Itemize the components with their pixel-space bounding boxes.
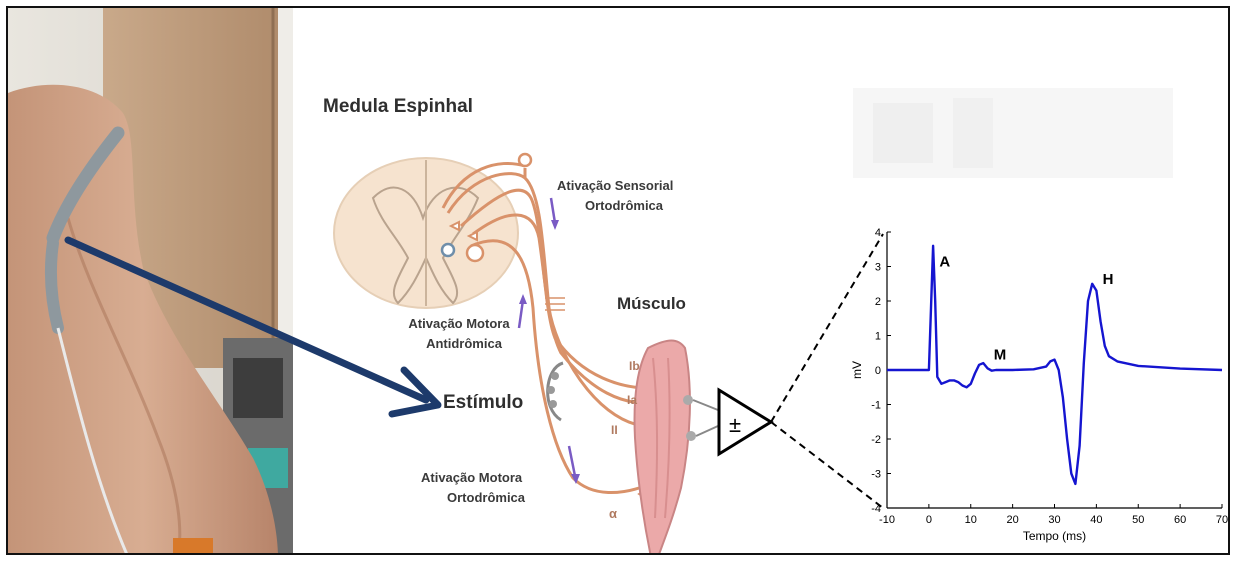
motor-orthodromic-label: Ativação Motora [421,470,522,485]
x-tick-label: 0 [926,514,932,526]
x-tick-label: 50 [1132,514,1144,526]
peak-label-m: M [994,347,1007,364]
spinal-cord [334,158,518,308]
spinal-cord-title: Medula Espinhal [323,96,473,118]
fiber-label-alpha: α [609,506,617,521]
y-tick-label: 2 [875,296,881,308]
motor-neuron [467,245,483,261]
peak-label-h: H [1103,271,1114,288]
y-tick-label: 1 [875,331,881,343]
motor-orthodromic-label-2: Ortodrômica [447,490,525,505]
x-axis-label: Tempo (ms) [1023,529,1086,543]
x-tick-label: 40 [1090,514,1102,526]
y-tick-label: -4 [871,503,881,515]
fiber-label-ii: II [611,423,618,437]
muscle-label: Músculo [617,294,686,314]
motor-antidromic-label: Ativação Motora [399,316,519,331]
fiber-label-ia: Ia [627,393,637,407]
photo-illustration [8,8,293,555]
x-tick-label: 60 [1174,514,1186,526]
x-tick-label: -10 [879,514,895,526]
sensory-ganglion [519,154,531,166]
stimulus-label: Estímulo [443,392,523,414]
sensory-activation-label: Ativação Sensorial [557,178,673,193]
sensory-activation-label-2: Ortodrômica [585,198,663,213]
amplifier-symbol: ± [729,412,741,437]
stimulus-electrode [547,363,563,420]
y-tick-label: 4 [875,227,881,239]
fiber-label-ib: Ib [629,359,640,373]
zoom-line-top [771,234,883,422]
muscle [635,341,690,556]
y-tick-label: -3 [871,469,881,481]
x-tick-label: 70 [1216,514,1228,526]
y-tick-label: -2 [871,434,881,446]
peak-label-a: A [939,254,950,271]
x-tick-label: 30 [1048,514,1060,526]
x-tick-label: 10 [965,514,977,526]
amplifier [719,390,771,454]
y-tick-label: 0 [875,365,881,377]
x-tick-label: 20 [1007,514,1019,526]
zoom-line-bottom [771,422,883,508]
interneuron [442,244,454,256]
y-axis-label: mV [850,361,864,379]
motor-antidromic-label-2: Antidrômica [409,336,519,351]
y-tick-label: 3 [875,262,881,274]
y-tick-label: -1 [871,400,881,412]
photo-leg-electrode [8,8,293,555]
signal-trace [887,246,1222,484]
direction-arrows [519,198,575,476]
